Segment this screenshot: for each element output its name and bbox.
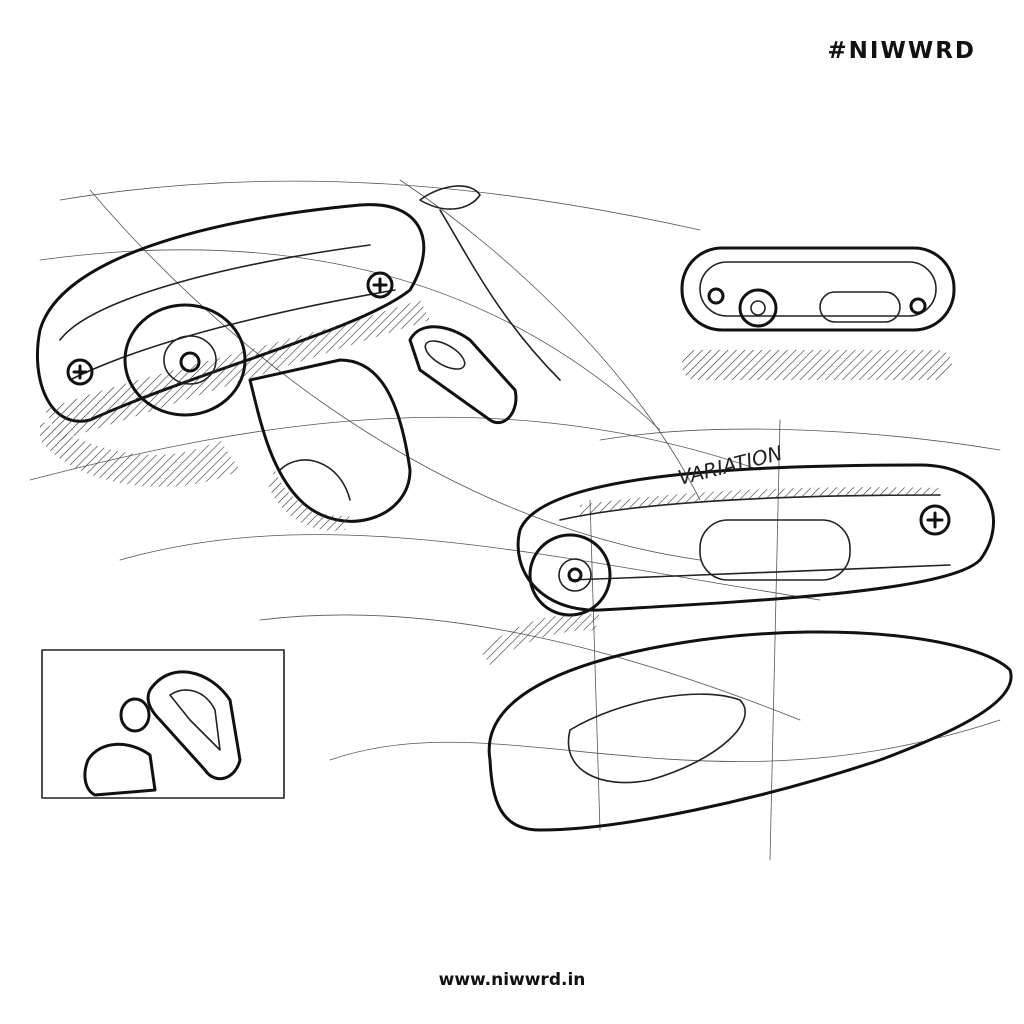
- main-dashboard-sketch: [35, 185, 561, 531]
- side-view-sketch: [680, 246, 956, 380]
- brand-hashtag: #NIWWRD: [827, 38, 976, 64]
- variation-dashboard-sketch: [480, 463, 1013, 832]
- boxed-detail-sketch: [41, 649, 285, 799]
- website-footer: www.niwwrd.in: [438, 970, 586, 990]
- construction-lines: [29, 179, 1001, 861]
- variation-annotation: VARIATION: [675, 441, 785, 490]
